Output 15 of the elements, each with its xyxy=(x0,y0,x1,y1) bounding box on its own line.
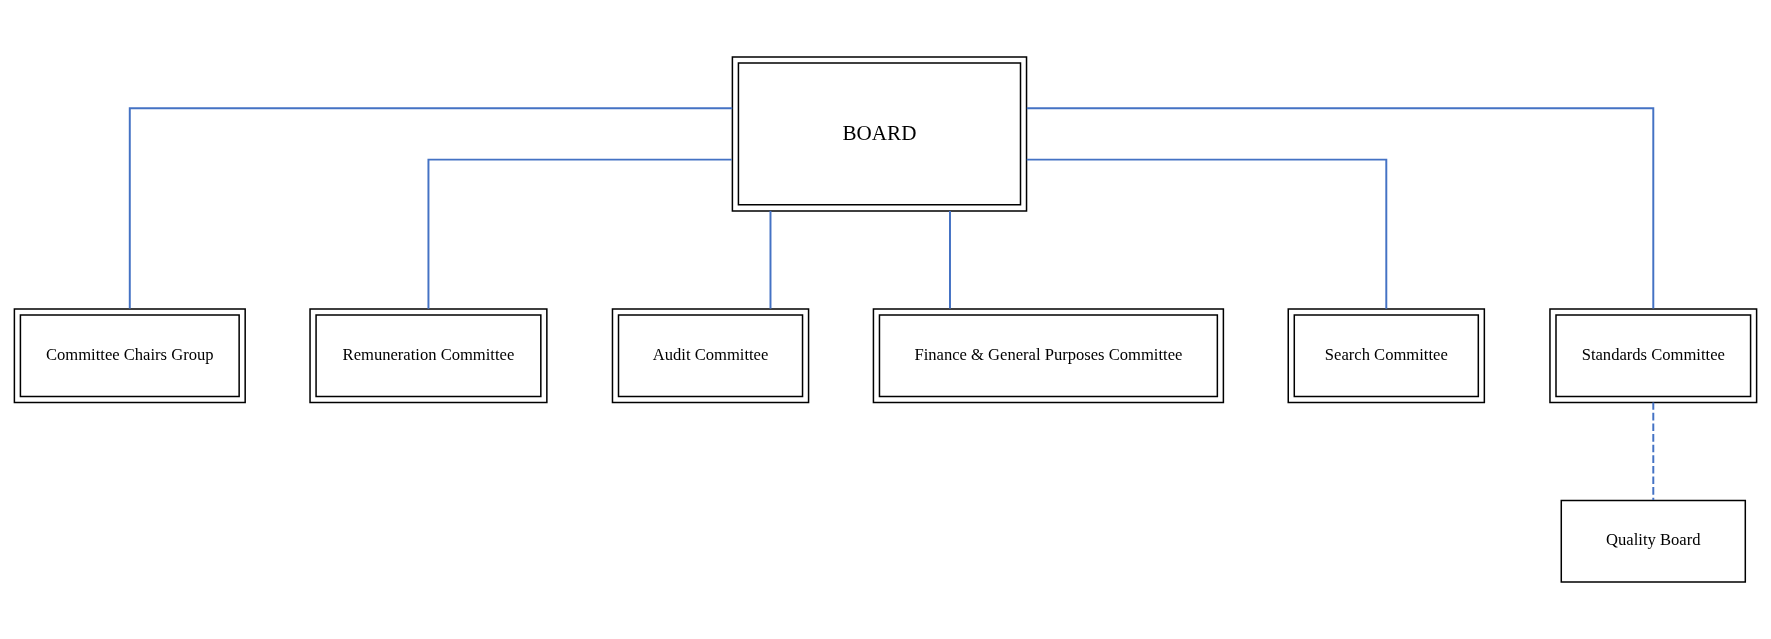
node-box: Remuneration Committee xyxy=(309,308,548,404)
node-box: Finance & General Purposes Committee xyxy=(872,308,1225,404)
node-box: Standards Committee xyxy=(1549,308,1758,404)
node-box: Quality Board xyxy=(1560,499,1747,583)
connector xyxy=(1652,401,1655,502)
connector xyxy=(949,209,951,310)
node-box: BOARD xyxy=(731,56,1028,212)
connector xyxy=(128,107,734,310)
node-box: Search Committee xyxy=(1287,308,1486,404)
node-box: Audit Committee xyxy=(611,308,810,404)
node-box: Committee Chairs Group xyxy=(13,308,246,404)
connector xyxy=(1025,158,1388,310)
connector xyxy=(427,158,733,310)
connector xyxy=(1025,107,1655,310)
connector xyxy=(769,209,772,310)
